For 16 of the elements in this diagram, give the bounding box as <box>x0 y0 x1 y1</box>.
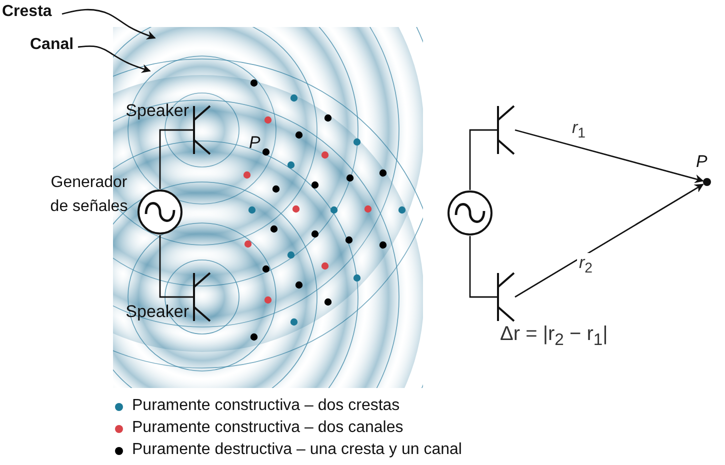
point-label: P <box>249 133 260 153</box>
arrow <box>514 184 704 298</box>
part-label: P <box>696 152 708 172</box>
legend-label: Puramente constructiva – dos crestas <box>132 397 400 415</box>
formula-label: Δr = |r$_{2}$ − r$_{1}$| <box>500 323 608 350</box>
arrow <box>514 129 704 184</box>
callout-label: Cresta <box>2 3 52 21</box>
legend-label: Puramente destructiva – una cresta y un canal <box>132 441 462 459</box>
callout-label: Canal <box>30 36 74 54</box>
legend-label: Puramente constructiva – dos canales <box>132 419 404 437</box>
wire <box>469 129 497 190</box>
part-label: Speaker <box>126 101 189 121</box>
wire <box>469 236 497 298</box>
part-label: Speaker <box>126 302 189 322</box>
leader-arrow <box>62 8 156 40</box>
leader-arrow <box>78 45 151 73</box>
